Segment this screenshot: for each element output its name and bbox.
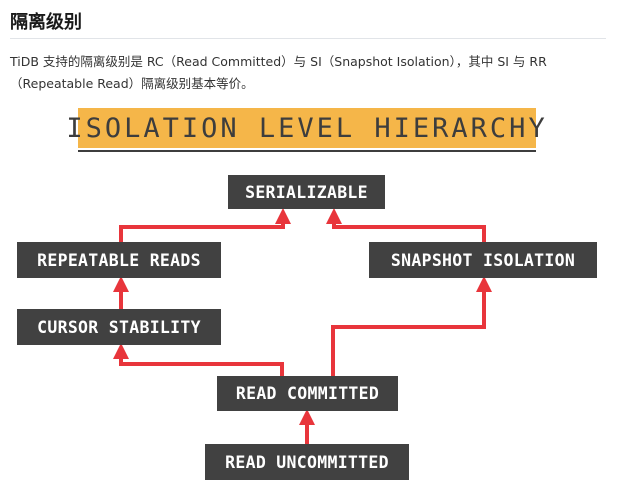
description-paragraph: TiDB 支持的隔离级别是 RC（Read Committed）与 SI（Sna… [10,54,547,91]
diagram-title-underline [78,150,536,152]
arrow-read-committed-to-snapshot-isolation [331,276,492,377]
section-heading: 隔离级别 [10,12,82,33]
node-repeatable-reads: REPEATABLE READS [17,242,221,278]
heading-divider [10,38,606,39]
node-read-committed: READ COMMITTED [217,376,398,411]
node-read-uncommitted: READ UNCOMMITTED [205,444,409,480]
node-snapshot-isolation: SNAPSHOT ISOLATION [369,242,597,278]
diagram-title: ISOLATION LEVEL HIERARCHY [66,108,545,148]
arrow-read-committed-to-cursor-stability [113,343,284,377]
node-cursor-stability: CURSOR STABILITY [17,309,221,345]
node-serializable: SERIALIZABLE [228,175,385,209]
arrow-snapshot-isolation-to-serializable [326,208,486,243]
arrow-repeatable-reads-to-serializable [119,208,291,243]
